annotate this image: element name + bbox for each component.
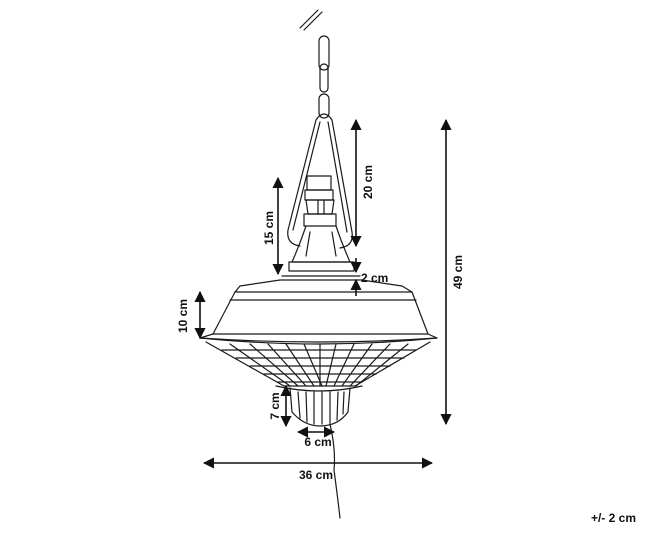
label-hanger-height: 20 cm: [361, 165, 375, 199]
label-shade-width: 36 cm: [299, 468, 333, 482]
neck-housing: [291, 175, 351, 263]
hanger-bracket: [287, 113, 353, 249]
label-neck-height: 15 cm: [262, 211, 276, 245]
collar: [279, 261, 363, 281]
label-overall-height: 49 cm: [451, 255, 465, 289]
label-cap-height: 7 cm: [268, 392, 282, 419]
chain: [299, 9, 330, 119]
power-cord: [329, 423, 341, 519]
bottom-cap: [289, 387, 351, 427]
label-shade-height: 10 cm: [176, 299, 190, 333]
grill: [205, 341, 431, 392]
label-cap-width: 6 cm: [304, 435, 331, 449]
label-collar-gap: 2 cm: [361, 271, 388, 285]
shade: [199, 279, 438, 345]
tolerance-note: +/- 2 cm: [590, 511, 636, 525]
